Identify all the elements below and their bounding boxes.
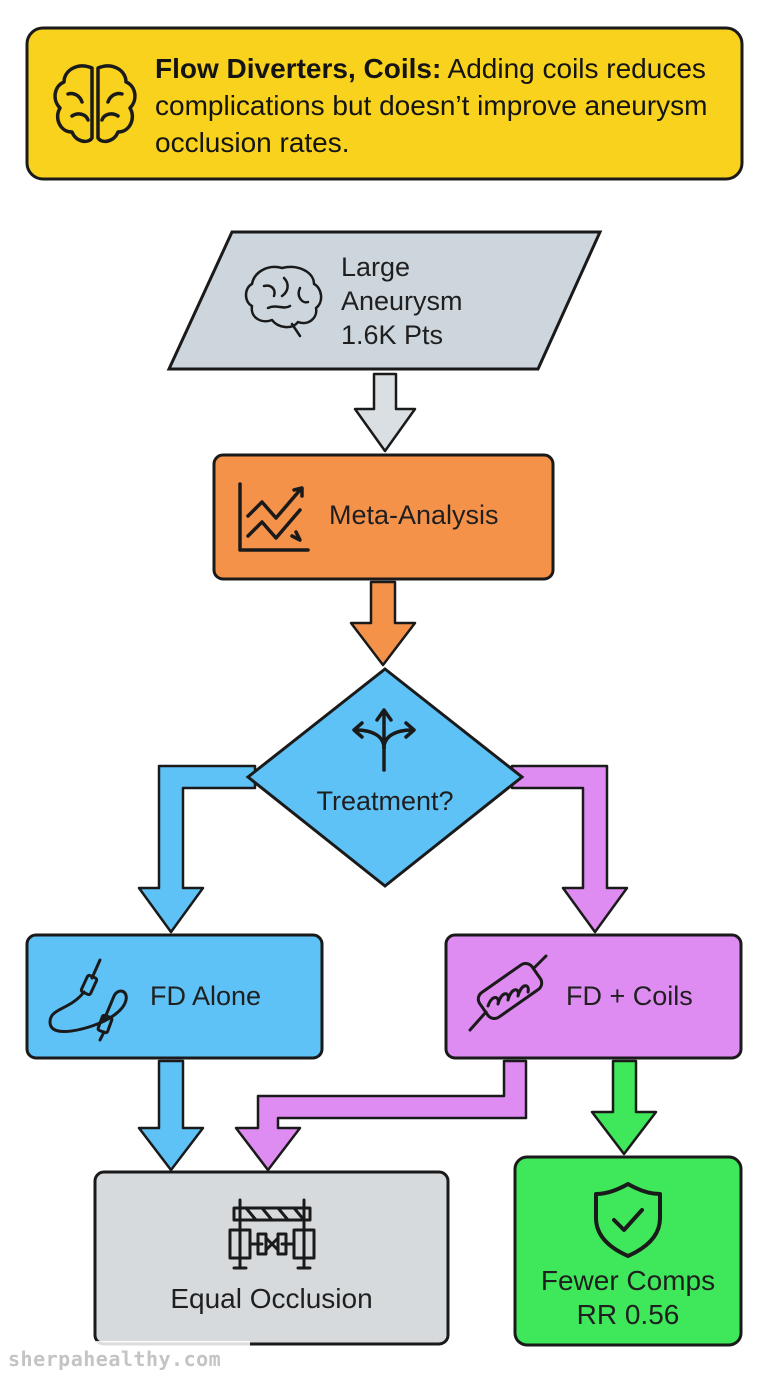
arrow-fd-alone-to-occlusion	[137, 1059, 205, 1172]
arrow-decision-to-fd-coils	[510, 764, 629, 934]
population-line-1: Large	[341, 252, 411, 282]
fd-alone-node	[25, 933, 324, 1060]
brain-icon	[53, 64, 137, 144]
arrow-fd-coils-to-complications	[590, 1059, 658, 1156]
arrow-decision-to-fd-alone	[137, 764, 257, 934]
header-text: Flow Diverters, Coils: Adding coils redu…	[155, 50, 725, 161]
analysis-label: Meta-Analysis	[329, 500, 499, 530]
fd-alone-label: FD Alone	[150, 981, 262, 1011]
brain-icon	[244, 265, 323, 338]
arrow-population-to-analysis	[353, 372, 417, 453]
watermark-text: sherpahealthy.com	[8, 1347, 222, 1371]
decision-label: Treatment?	[316, 786, 454, 816]
header-title: Flow Diverters, Coils:	[155, 53, 442, 84]
population-line-3: 1.6K Pts	[341, 320, 444, 350]
population-label: Large Aneurysm 1.6K Pts	[341, 250, 463, 352]
arrow-analysis-to-decision	[349, 580, 417, 667]
balance-barrier-icon	[228, 1198, 316, 1270]
watermark: sherpahealthy.com	[0, 1341, 250, 1376]
complications-line-1: Fewer Comps	[540, 1265, 716, 1296]
fd-coils-label: FD + Coils	[566, 981, 693, 1011]
coil-device-icon	[468, 954, 548, 1032]
catheter-cable-icon	[48, 958, 128, 1042]
split-arrows-icon	[352, 708, 416, 772]
complications-line-2: RR 0.56	[576, 1299, 680, 1330]
occlusion-label: Equal Occlusion	[170, 1283, 373, 1314]
occlusion-node	[93, 1170, 450, 1346]
shield-check-icon	[594, 1182, 662, 1258]
decision-node	[245, 667, 525, 888]
complications-label: Fewer Comps RR 0.56	[515, 1264, 741, 1332]
trend-chart-icon	[238, 482, 310, 552]
arrow-fd-coils-to-occlusion	[234, 1059, 528, 1172]
population-line-2: Aneurysm	[341, 286, 463, 316]
header-summary: Adding coils reduces complications but d…	[155, 53, 708, 158]
complications-node	[513, 1155, 743, 1347]
analysis-node	[212, 453, 555, 581]
header-banner	[25, 26, 744, 181]
